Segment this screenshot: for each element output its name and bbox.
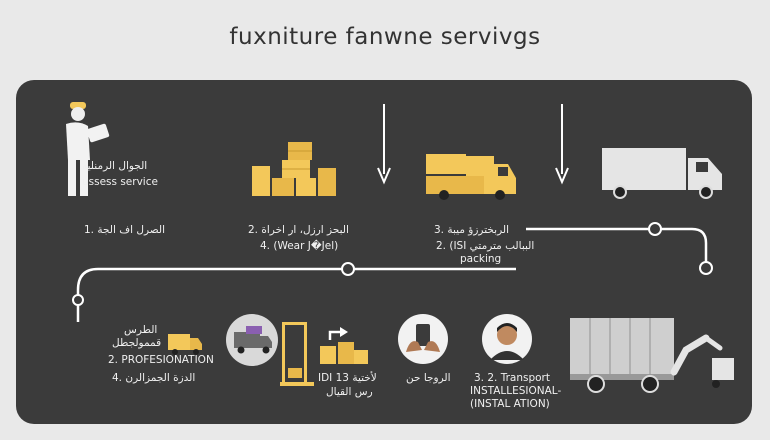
- flow-node: [699, 261, 713, 275]
- flow-line: [691, 227, 708, 268]
- step7-label-b: INSTALLESIONAL-: [470, 385, 562, 397]
- step1-label-a: الجوال الرمنلية: [82, 160, 148, 172]
- step3-label-a: 3. الربخترزؤ ميبة: [434, 224, 510, 236]
- worker-with-tablet-icon: [66, 102, 110, 196]
- step5-label-b: رس القيال: [326, 386, 373, 398]
- step2-label-b: 4. (Wear J�Jel): [260, 240, 339, 252]
- step5-label-a: IDI 13 لأختية: [318, 372, 377, 384]
- step4-label-a: الطرس: [124, 324, 158, 336]
- separator-arrowhead: [377, 167, 391, 185]
- flow-line: [76, 267, 99, 322]
- step2-label-a: 2. البحز ارزل، ار اخراة: [248, 224, 349, 236]
- box-truck-icon: [602, 148, 722, 199]
- step3-label-c: packing: [460, 253, 502, 265]
- step7-label-a: 3. 2. Transport: [474, 372, 550, 384]
- step4-label-d: 4. الدزة الجمزالرن: [112, 372, 196, 384]
- step1-label-b: ussess service: [82, 176, 158, 188]
- van-circle-icon: [226, 314, 278, 366]
- flow-node: [341, 262, 355, 276]
- stacked-boxes-icon: [252, 142, 336, 196]
- step3-label-b: 2. (ISI الببالب مترمتي: [436, 240, 535, 252]
- separator-arrowhead: [555, 167, 569, 185]
- hand-truck-icon: [280, 322, 314, 386]
- hands-phone-icon: [398, 314, 448, 364]
- page-title: fuxniture fanwne servivgs: [229, 24, 541, 50]
- flow-node: [72, 294, 84, 306]
- flow-lines: [72, 104, 713, 322]
- step4-label-c: 2. PROFESIONATION: [108, 354, 214, 366]
- step6-label-a: الروجا حن: [406, 372, 451, 384]
- flow-node: [648, 222, 662, 236]
- step7-label-c: (INSTAL ATION): [470, 398, 550, 410]
- step4-label-b: قممولجطل: [112, 337, 162, 349]
- box-arrow-icon: [320, 327, 368, 364]
- trailer-crane-icon: [570, 318, 734, 393]
- small-van-icon: [168, 334, 202, 355]
- step1-label-c: 1. الصرل اف الجة: [84, 224, 166, 236]
- moving-van-icon: [426, 154, 516, 200]
- process-panel: الجوال الرمنلية ussess service 1. الصرل …: [16, 80, 752, 424]
- person-avatar-icon: [482, 314, 532, 364]
